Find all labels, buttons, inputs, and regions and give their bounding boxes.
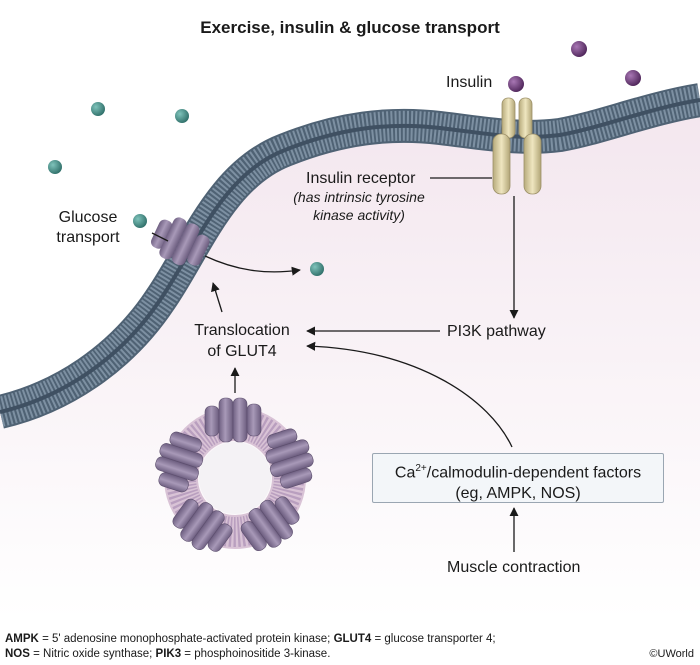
footnote-def: = glucose transporter 4; [371,633,496,645]
abbreviation-footnote: AMPK = 5' adenosine monophosphate-activa… [5,632,496,662]
copyright-credit: ©UWorld [649,648,694,660]
diagram-title: Exercise, insulin & glucose transport [200,18,500,37]
translocation-label-line-1: Translocation [194,322,290,339]
vesicle-glut4-transporter [204,397,262,443]
translocation-label-line-2: of GLUT4 [207,343,277,360]
muscle-contraction-label: Muscle contraction [447,559,581,576]
receptor-note-line-2: kinase activity) [313,207,405,223]
receptor-note-line-1: (has intrinsic tyrosine [293,189,425,205]
ca-to-translocation-arrow [306,341,513,448]
footnote-abbr: GLUT4 [333,633,372,645]
glucose-transport-label-line-2: transport [56,229,120,246]
insulin-molecule [508,76,524,92]
glut4-membrane-transporter-icon [151,217,210,266]
insulin-molecule [571,41,587,57]
ca-charge: 2+ [415,463,427,474]
vesicle-glut4-transporter [265,428,314,489]
pathway-arrows [151,177,519,552]
footnote-def: = phosphoinositide 3-kinase. [181,648,331,660]
ca-prefix: Ca [394,464,416,482]
footnote-abbr: NOS [5,648,30,660]
ca-box-examples: (eg, AMPK, NOS) [455,485,581,503]
calmodulin-factors-box: Ca2+/calmodulin-dependent factors (eg, A… [372,453,664,503]
glucose-molecule [91,102,105,116]
glucose-molecule [175,109,189,123]
glucose-transport-leader-line [151,232,169,242]
footnote-line-2: NOS = Nitric oxide synthase; PIK3 = phos… [5,647,496,662]
glucose-transport-label-line-1: Glucose [58,209,118,226]
insulin-receptor-icon [492,97,542,195]
glucose-molecule [133,214,147,228]
glucose-molecule [48,160,62,174]
glucose-molecule [310,262,324,276]
pi3k-pathway-label: PI3K pathway [447,323,546,340]
footnote-abbr: AMPK [5,633,39,645]
insulin-molecule [625,70,641,86]
ca-box-text: /calmodulin-dependent factors [426,464,642,482]
footnote-line-1: AMPK = 5' adenosine monophosphate-activa… [5,632,496,647]
glucose-entry-arrow [204,255,301,276]
glut4-vesicle-icon [155,397,314,552]
insulin-receptor-label: Insulin receptor [306,170,416,187]
vesicle-glut4-transporter [172,498,233,552]
insulin-label: Insulin [446,74,493,91]
insulin-molecules [508,41,641,92]
vesicle-glut4-transporter [155,431,204,493]
glucose-molecules [48,102,324,276]
footnote-def: = Nitric oxide synthase; [29,648,156,660]
vesicle-glut4-transporter [240,496,300,552]
cell-membrane [0,83,700,429]
footnote-def: = 5' adenosine monophosphate-activated p… [38,633,334,645]
footnote-abbr: PIK3 [155,648,182,660]
translocation-to-membrane-arrow [211,282,223,313]
